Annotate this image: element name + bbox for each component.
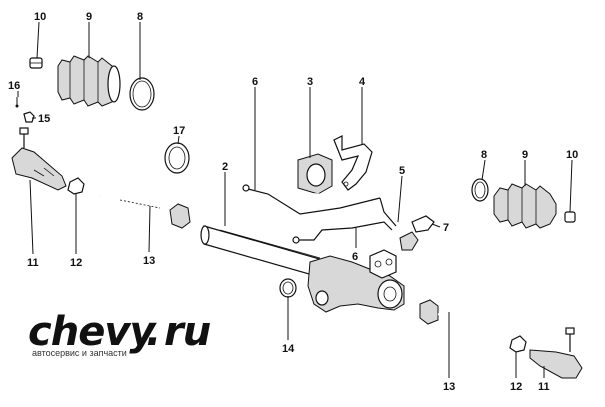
right-jam-nut-part xyxy=(509,335,527,353)
callout-4: 4 xyxy=(359,76,366,88)
logo-tagline: автосервис и запчасти xyxy=(32,348,127,358)
ring-17-part xyxy=(164,142,190,174)
fluid-line-lower-part xyxy=(292,221,393,244)
callout-17: 17 xyxy=(173,125,185,137)
chevy-ru-logo: chevy . ru автосервис и запчасти xyxy=(28,309,212,358)
seal-7-part xyxy=(411,215,435,233)
left-boot-clamp-part xyxy=(29,57,43,69)
callout-7: 7 xyxy=(443,222,449,234)
pinion-valve-body-part xyxy=(307,231,419,313)
right-tie-rod-end-part xyxy=(529,327,583,379)
right-bellows-boot-part xyxy=(493,183,557,229)
callout-14: 14 xyxy=(282,343,295,355)
callout-9-right: 9 xyxy=(522,149,528,161)
callout-11-right: 11 xyxy=(538,381,550,393)
mounting-bushing-part xyxy=(297,153,333,195)
callout-10-right: 10 xyxy=(566,149,578,161)
callout-10-top: 10 xyxy=(34,11,46,23)
logo-tld: ru xyxy=(164,309,211,355)
callout-5: 5 xyxy=(399,165,405,177)
callout-11-left: 11 xyxy=(27,257,39,269)
callout-13-left: 13 xyxy=(143,255,155,267)
right-inner-tie-rod-part xyxy=(419,299,511,337)
left-tie-rod-end-part xyxy=(11,127,67,191)
logo-word: chevy xyxy=(28,309,157,355)
right-boot-ring-part xyxy=(471,178,489,202)
left-inner-tie-rod-part xyxy=(99,195,191,229)
left-jam-nut-part xyxy=(67,177,85,195)
rack-housing-part xyxy=(200,225,331,281)
callout-8-top: 8 xyxy=(137,11,143,23)
fluid-line-upper-part xyxy=(242,184,397,227)
callout-8-right: 8 xyxy=(481,149,487,161)
callout-6-bottom: 6 xyxy=(352,251,358,263)
callout-2: 2 xyxy=(222,161,228,173)
left-boot-ring-part xyxy=(129,77,155,111)
callout-15: 15 xyxy=(38,113,50,125)
right-boot-clamp-part xyxy=(564,211,576,223)
left-bellows-boot-part xyxy=(57,55,121,107)
pin-16-part xyxy=(15,97,19,108)
callout-9-top: 9 xyxy=(86,11,92,23)
leader-lines xyxy=(17,21,573,378)
callout-13-right: 13 xyxy=(443,381,455,393)
logo-dot: . xyxy=(146,309,160,355)
callout-12-right: 12 xyxy=(510,381,522,393)
callout-6-top: 6 xyxy=(252,76,258,88)
nut-15-part xyxy=(23,111,35,123)
callout-12-left: 12 xyxy=(70,257,82,269)
ring-14-part xyxy=(279,278,297,298)
callout-labels: 10 9 8 16 15 17 11 12 13 2 6 3 4 5 6 7 8… xyxy=(8,11,578,393)
callout-16: 16 xyxy=(8,80,20,92)
mounting-bracket-part xyxy=(333,135,373,191)
callout-3: 3 xyxy=(307,76,313,88)
